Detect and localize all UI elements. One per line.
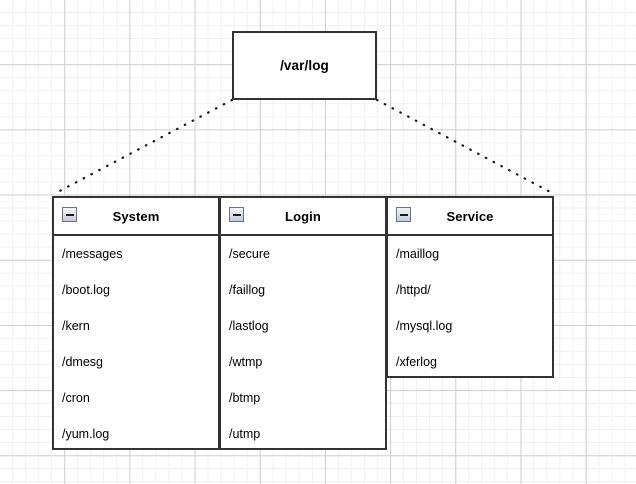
list-item[interactable]: /httpd/ (396, 283, 431, 297)
list-item[interactable]: /maillog (396, 247, 440, 261)
column-body-login: /secure /faillog /lastlog /wtmp /btmp /u… (221, 236, 385, 452)
list-item[interactable]: /messages (62, 247, 123, 261)
log-column-service[interactable]: Service /maillog /httpd/ /mysql.log /xfe… (386, 196, 554, 378)
list-item[interactable]: /wtmp (229, 355, 263, 369)
column-header-system[interactable]: System (54, 198, 218, 236)
list-item[interactable]: /boot.log (62, 283, 110, 297)
connector-root-to-system (52, 98, 234, 196)
minus-glyph-icon (232, 213, 241, 216)
column-body-service: /maillog /httpd/ /mysql.log /xferlog (388, 236, 552, 380)
column-header-service[interactable]: Service (388, 198, 552, 236)
minus-glyph-icon (399, 213, 408, 216)
column-header-label-login: Login (285, 208, 321, 224)
log-columns-group: System /messages /boot.log /kern /dmesg … (52, 196, 556, 450)
log-column-system[interactable]: System /messages /boot.log /kern /dmesg … (52, 196, 220, 450)
column-header-login[interactable]: Login (221, 198, 385, 236)
list-item[interactable]: /dmesg (62, 355, 103, 369)
list-item[interactable]: /cron (62, 391, 90, 405)
list-item[interactable]: /yum.log (62, 427, 110, 441)
log-column-login[interactable]: Login /secure /faillog /lastlog /wtmp /b… (219, 196, 387, 450)
list-item[interactable]: /faillog (229, 283, 266, 297)
column-header-label-service: Service (446, 208, 494, 224)
minus-box-icon[interactable] (62, 207, 77, 222)
minus-glyph-icon (65, 213, 74, 216)
list-item[interactable]: /kern (62, 319, 90, 333)
column-body-system: /messages /boot.log /kern /dmesg /cron /… (54, 236, 218, 452)
root-node-label: /var/log (280, 58, 329, 73)
list-item[interactable]: /secure (229, 247, 270, 261)
list-item[interactable]: /btmp (229, 391, 261, 405)
column-header-label-system: System (112, 208, 160, 224)
root-node-var-log[interactable]: /var/log (232, 31, 377, 100)
list-item[interactable]: /xferlog (396, 355, 437, 369)
connector-root-to-service (375, 98, 556, 196)
minus-box-icon[interactable] (229, 207, 244, 222)
list-item[interactable]: /utmp (229, 427, 261, 441)
list-item[interactable]: /mysql.log (396, 319, 453, 333)
minus-box-icon[interactable] (396, 207, 411, 222)
list-item[interactable]: /lastlog (229, 319, 269, 333)
